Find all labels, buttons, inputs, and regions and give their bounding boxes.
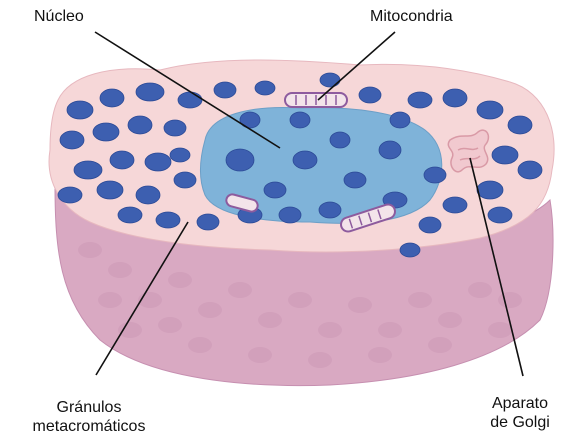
granule [319,202,341,218]
granule [330,132,350,148]
cell-base-texture-blob [158,317,182,333]
granules-label-line2: metacromáticos [14,417,164,436]
granule [136,186,160,204]
granule [508,116,532,134]
granule [359,87,381,103]
cell-base-texture-blob [498,292,522,308]
granule [400,243,420,257]
mitochondria-label: Mitocondria [370,7,453,26]
granule [118,207,142,223]
granule [488,207,512,223]
granule [74,161,102,179]
granule [156,212,180,228]
granule [170,148,190,162]
granule [164,120,186,136]
granule [424,167,446,183]
cell-base-texture-blob [408,292,432,308]
granule [136,83,164,101]
granule [290,112,310,128]
cell-base-texture-blob [98,292,122,308]
cell-base-texture-blob [318,322,342,338]
granule [477,181,503,199]
cell-base-texture-blob [198,302,222,318]
granule [390,112,410,128]
cell-base-texture-blob [258,312,282,328]
cell-base-texture-blob [78,242,102,258]
cell-base-texture-blob [108,262,132,278]
cell-base-texture-blob [348,297,372,313]
granule [344,172,366,188]
granule [97,181,123,199]
cell-base-texture-blob [118,322,142,338]
granule [214,82,236,98]
granule [279,207,301,223]
granule [293,151,317,169]
granule [419,217,441,233]
cell-base-texture-blob [488,322,512,338]
cell-base-texture-blob [188,337,212,353]
granule [443,197,467,213]
cell-base-texture-blob [168,272,192,288]
granules-label-line1: Gránulos [14,398,164,417]
granule [58,187,82,203]
cell-base-texture-blob [248,347,272,363]
granule [197,214,219,230]
cell-base-texture-blob [468,282,492,298]
cell-base-texture-blob [228,282,252,298]
granule [320,73,340,87]
granule [255,81,275,95]
granule [408,92,432,108]
golgi-label-line1: Aparato [470,394,570,413]
granule [226,149,254,171]
golgi-label-line2: de Golgi [470,413,570,432]
granule [477,101,503,119]
mitochondrion-upper [285,93,347,107]
cell-base-texture-blob [308,352,332,368]
cell-base-texture-blob [438,312,462,328]
granule [128,116,152,134]
granule [379,141,401,159]
granule [67,101,93,119]
granule [492,146,518,164]
golgi-label: Aparato de Golgi [470,394,570,432]
granule [145,153,171,171]
granule [60,131,84,149]
granule [443,89,467,107]
cell-base-texture-blob [428,337,452,353]
granule [174,172,196,188]
granule [264,182,286,198]
nucleus-label: Núcleo [34,7,84,26]
cell-base-texture-blob [288,292,312,308]
granules-label: Gránulos metacromáticos [14,398,164,436]
granule [93,123,119,141]
granule [518,161,542,179]
cell-base-texture-blob [378,322,402,338]
granule [100,89,124,107]
granule [110,151,134,169]
cell-base-texture-blob [368,347,392,363]
granule [178,92,202,108]
